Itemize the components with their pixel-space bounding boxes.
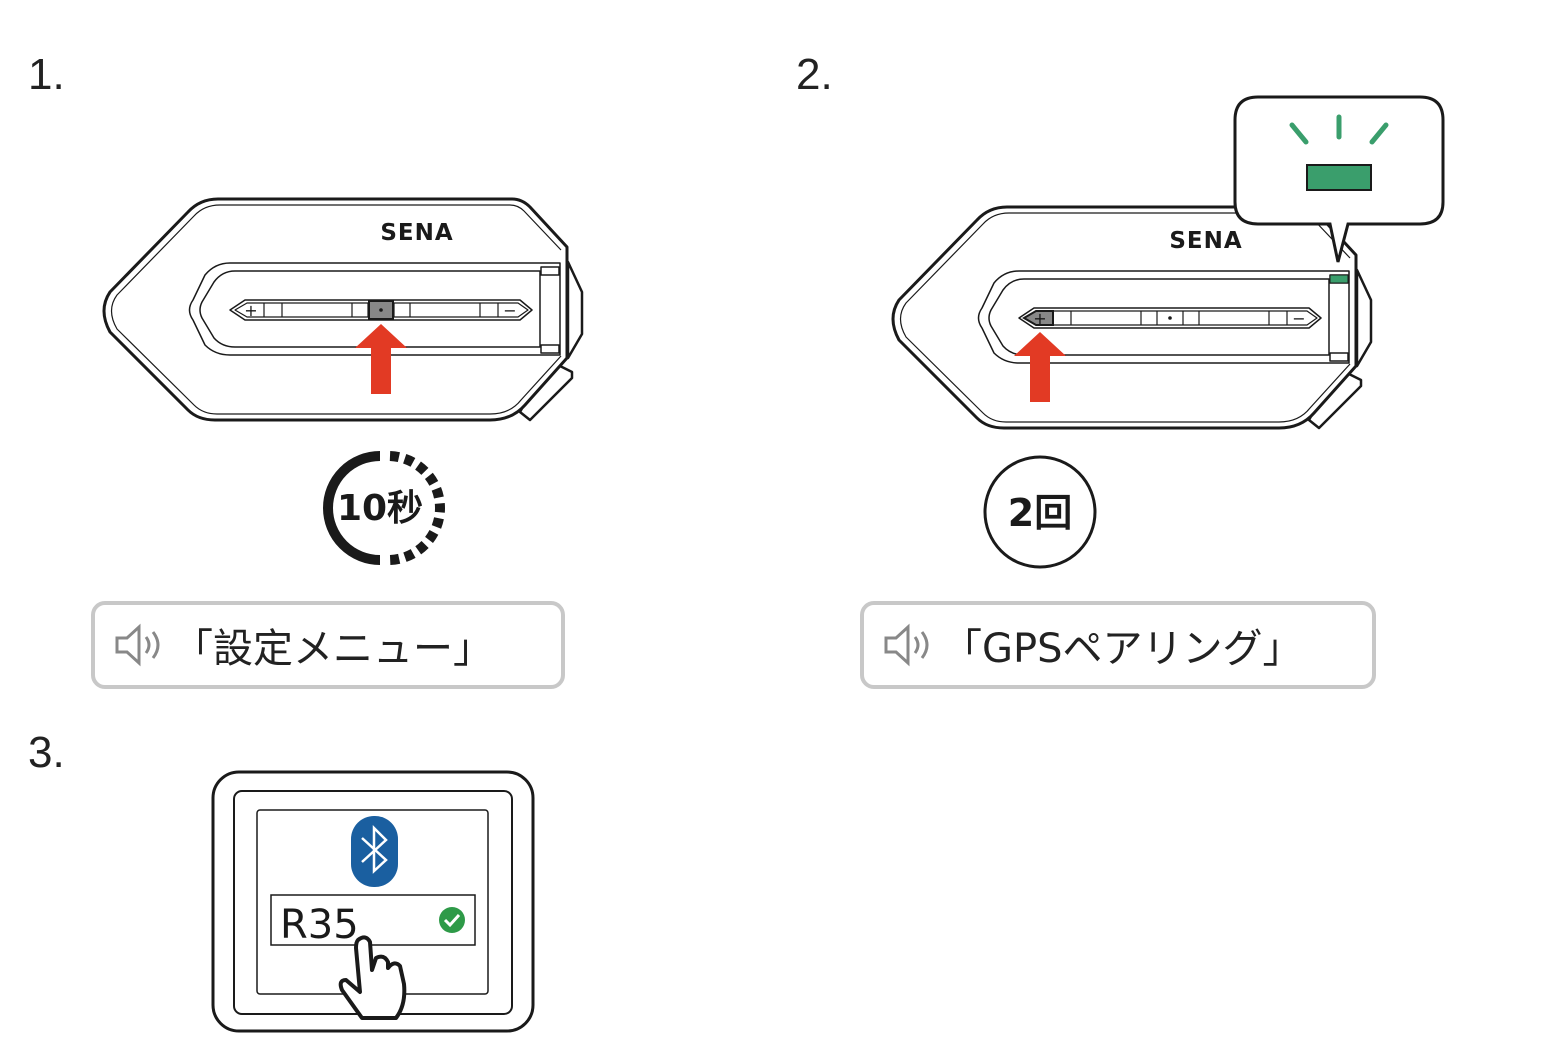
center-button-dot bbox=[1168, 316, 1172, 320]
side-clip bbox=[1355, 268, 1373, 368]
bluetooth-icon bbox=[351, 816, 398, 887]
timer-icon: 10秒 bbox=[323, 451, 445, 566]
plus-button: + bbox=[244, 301, 257, 320]
headset-device-step-1: + − SENA bbox=[102, 197, 584, 422]
brand-logo: SENA bbox=[1169, 228, 1242, 254]
track-inner bbox=[199, 270, 541, 348]
voice-prompt-step-1: 「設定メニュー」 bbox=[91, 601, 565, 689]
press-count-label: 2回 bbox=[1008, 491, 1072, 535]
voice-prompt-text: 「設定メニュー」 bbox=[173, 626, 493, 672]
step-1-number: 1. bbox=[28, 50, 65, 99]
led-blink-rays bbox=[1289, 114, 1389, 145]
phone-screen: R35 bbox=[211, 770, 535, 1033]
check-icon bbox=[439, 907, 465, 933]
voice-prompt-text: 「GPSペアリング」 bbox=[942, 626, 1303, 672]
timer-label: 10秒 bbox=[337, 488, 423, 529]
button-bar-inner bbox=[234, 302, 529, 318]
speaker-icon bbox=[115, 623, 160, 667]
led bbox=[1329, 274, 1349, 284]
voice-prompt-step-2: 「GPSペアリング」 bbox=[860, 601, 1376, 689]
plus-button: + bbox=[1033, 309, 1046, 328]
press-count-icon: 2回 bbox=[983, 455, 1097, 569]
device-name: R35 bbox=[280, 902, 359, 948]
brand-logo: SENA bbox=[380, 220, 453, 246]
track-end-bottom bbox=[1329, 352, 1349, 362]
track-end-top bbox=[540, 266, 560, 276]
minus-button: − bbox=[503, 301, 516, 320]
press-arrow-icon bbox=[355, 324, 407, 394]
led-indicator bbox=[1306, 164, 1372, 191]
device-inner-edge bbox=[110, 204, 562, 415]
minus-button: − bbox=[1292, 309, 1305, 328]
track-outer bbox=[188, 262, 561, 356]
speaker-icon bbox=[884, 623, 929, 667]
track-outer bbox=[977, 270, 1350, 364]
pressed-plus-button bbox=[1022, 310, 1054, 326]
headset-device-step-2: + − SENA bbox=[891, 205, 1373, 430]
pointing-hand-icon bbox=[338, 935, 407, 1020]
step-2-number: 2. bbox=[796, 50, 833, 99]
center-button-dot bbox=[379, 308, 383, 312]
track-end-bottom bbox=[540, 344, 560, 354]
side-clip bbox=[566, 260, 584, 360]
press-arrow-icon bbox=[1014, 332, 1066, 402]
step-3-number: 3. bbox=[28, 728, 65, 777]
led-callout bbox=[1233, 95, 1445, 263]
